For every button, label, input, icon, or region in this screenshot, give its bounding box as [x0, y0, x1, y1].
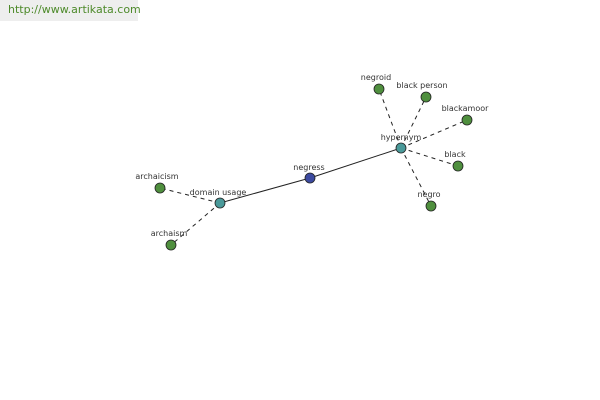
edge-hypernym-black: [400, 147, 459, 167]
node-negress[interactable]: [304, 172, 316, 184]
graph-nodes: [154, 83, 473, 251]
edge-negress-domain_usage: [219, 177, 311, 204]
graph-labels: negress hypernym domain usage negroid black …: [135, 73, 489, 238]
node-label-negro[interactable]: negro: [417, 190, 440, 199]
node-black-person[interactable]: [420, 91, 432, 103]
graph-edges: [159, 88, 468, 246]
node-label-archaicism[interactable]: archaicism: [135, 172, 178, 181]
node-negro[interactable]: [425, 200, 437, 212]
node-label-negroid[interactable]: negroid: [361, 73, 391, 82]
node-archaism[interactable]: [165, 239, 177, 251]
site-url-link[interactable]: http://www.artikata.com: [8, 3, 141, 16]
edge-domain_usage-archaicism: [159, 187, 221, 204]
node-label-domain-usage[interactable]: domain usage: [190, 188, 247, 197]
node-label-hypernym[interactable]: hypernym: [381, 133, 422, 142]
node-label-black-person[interactable]: black person: [396, 81, 447, 90]
node-label-black[interactable]: black: [444, 150, 466, 159]
node-label-blackamoor[interactable]: blackamoor: [442, 104, 490, 113]
edge-hypernym-negro: [400, 147, 432, 207]
node-archaicism[interactable]: [154, 182, 166, 194]
node-label-archaism[interactable]: archaism: [151, 229, 188, 238]
node-negroid[interactable]: [373, 83, 385, 95]
node-domain-usage[interactable]: [214, 197, 226, 209]
edge-domain_usage-archaism: [170, 202, 221, 246]
node-blackamoor[interactable]: [461, 114, 473, 126]
edge-hypernym-blackamoor: [400, 119, 468, 149]
node-label-negress[interactable]: negress: [293, 163, 324, 172]
url-banner: http://www.artikata.com: [0, 0, 141, 21]
node-hypernym[interactable]: [395, 142, 407, 154]
edge-hypernym-negroid: [378, 88, 402, 149]
edge-negress-hypernym: [309, 147, 402, 179]
edge-hypernym-black_person: [400, 96, 427, 149]
node-black[interactable]: [452, 160, 464, 172]
